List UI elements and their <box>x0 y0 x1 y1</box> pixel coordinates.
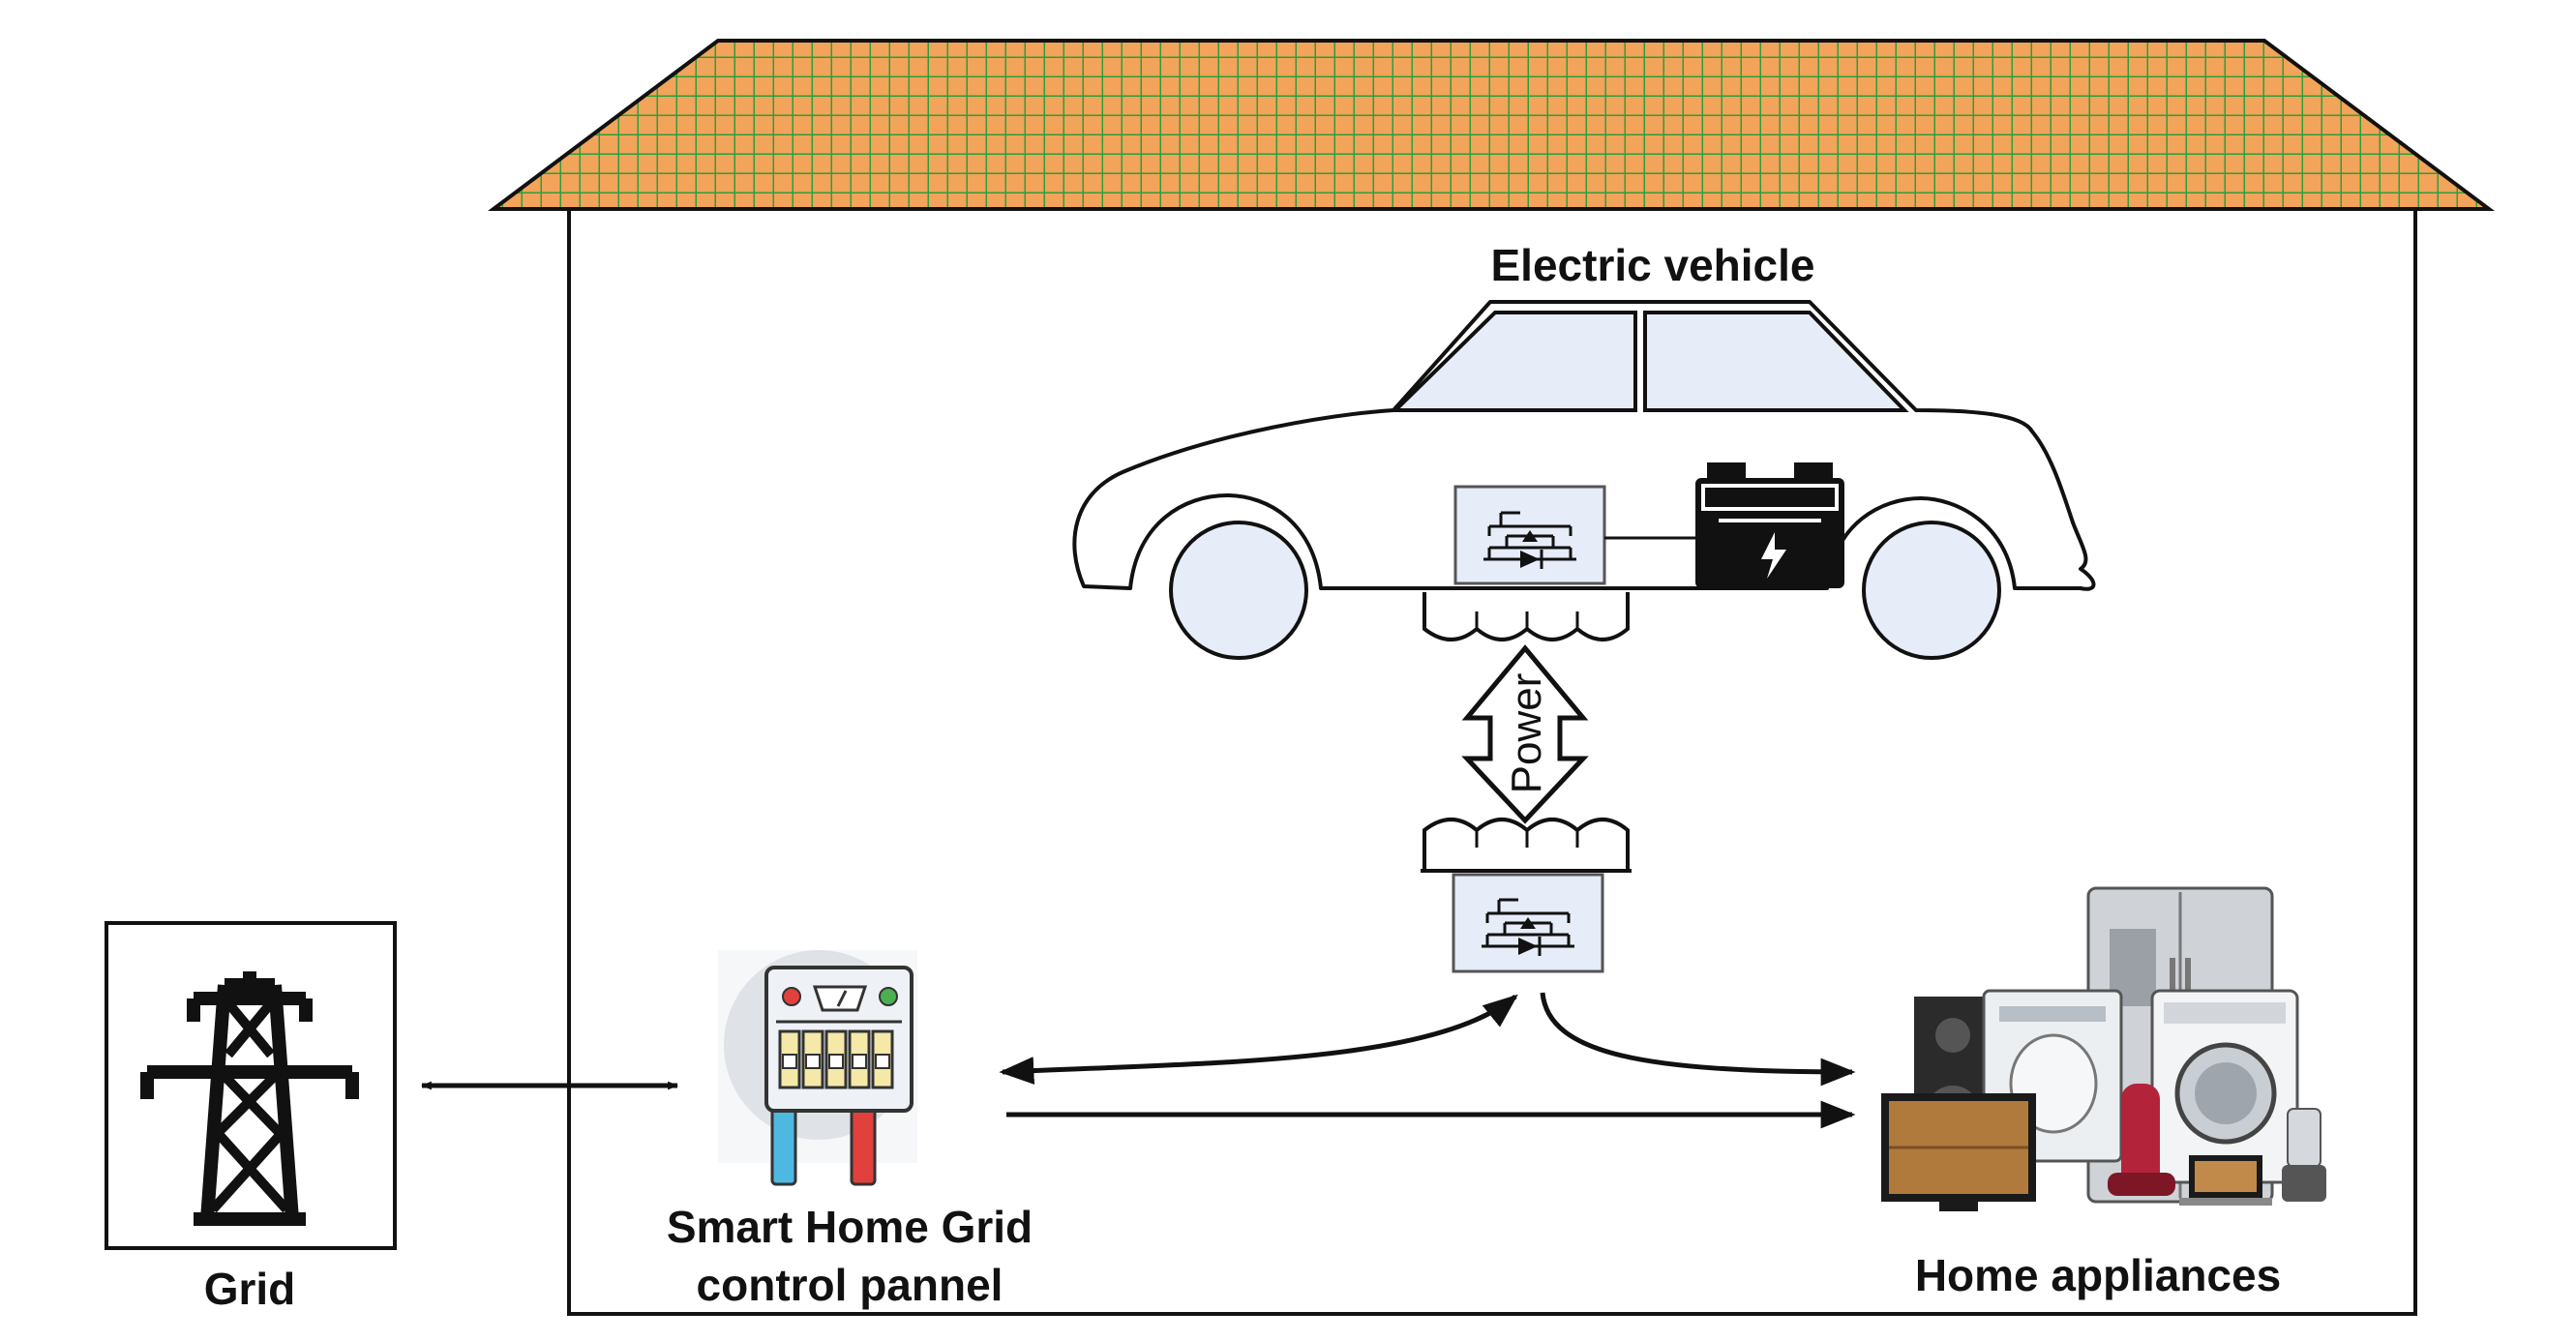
car-rear-window <box>1643 311 1909 412</box>
home-appliances-icon <box>1881 886 2326 1211</box>
transmission-tower-icon <box>140 971 359 1226</box>
control-panel-icon <box>718 950 917 1186</box>
power-label: Power <box>1503 673 1550 794</box>
house-roof <box>488 39 2495 211</box>
home-converter <box>1452 873 1604 973</box>
grid-node <box>105 921 397 1250</box>
control-panel-label-line2: control pannel <box>697 1260 1003 1310</box>
battery-icon <box>1695 462 1844 588</box>
vehicle-wireless-coil <box>1421 586 1632 641</box>
car-front-window <box>1391 311 1637 412</box>
house-walls <box>567 207 2417 1316</box>
onboard-converter <box>1453 485 1606 585</box>
home-wireless-coil <box>1421 818 1632 873</box>
panel-converter-arrow <box>999 994 1518 1085</box>
car-rear-wheel <box>1862 521 2001 660</box>
electric-vehicle-label: Electric vehicle <box>1491 240 1815 290</box>
control-panel-label-line1: Smart Home Grid <box>667 1202 1033 1252</box>
power-transfer-arrow: Power <box>1461 644 1589 824</box>
grid-label: Grid <box>204 1264 296 1314</box>
electric-vehicle-car <box>1072 300 2096 660</box>
home-appliances-label: Home appliances <box>1915 1250 2281 1300</box>
car-front-wheel <box>1169 521 1308 660</box>
converter-appliances-arrow <box>1540 992 1856 1087</box>
